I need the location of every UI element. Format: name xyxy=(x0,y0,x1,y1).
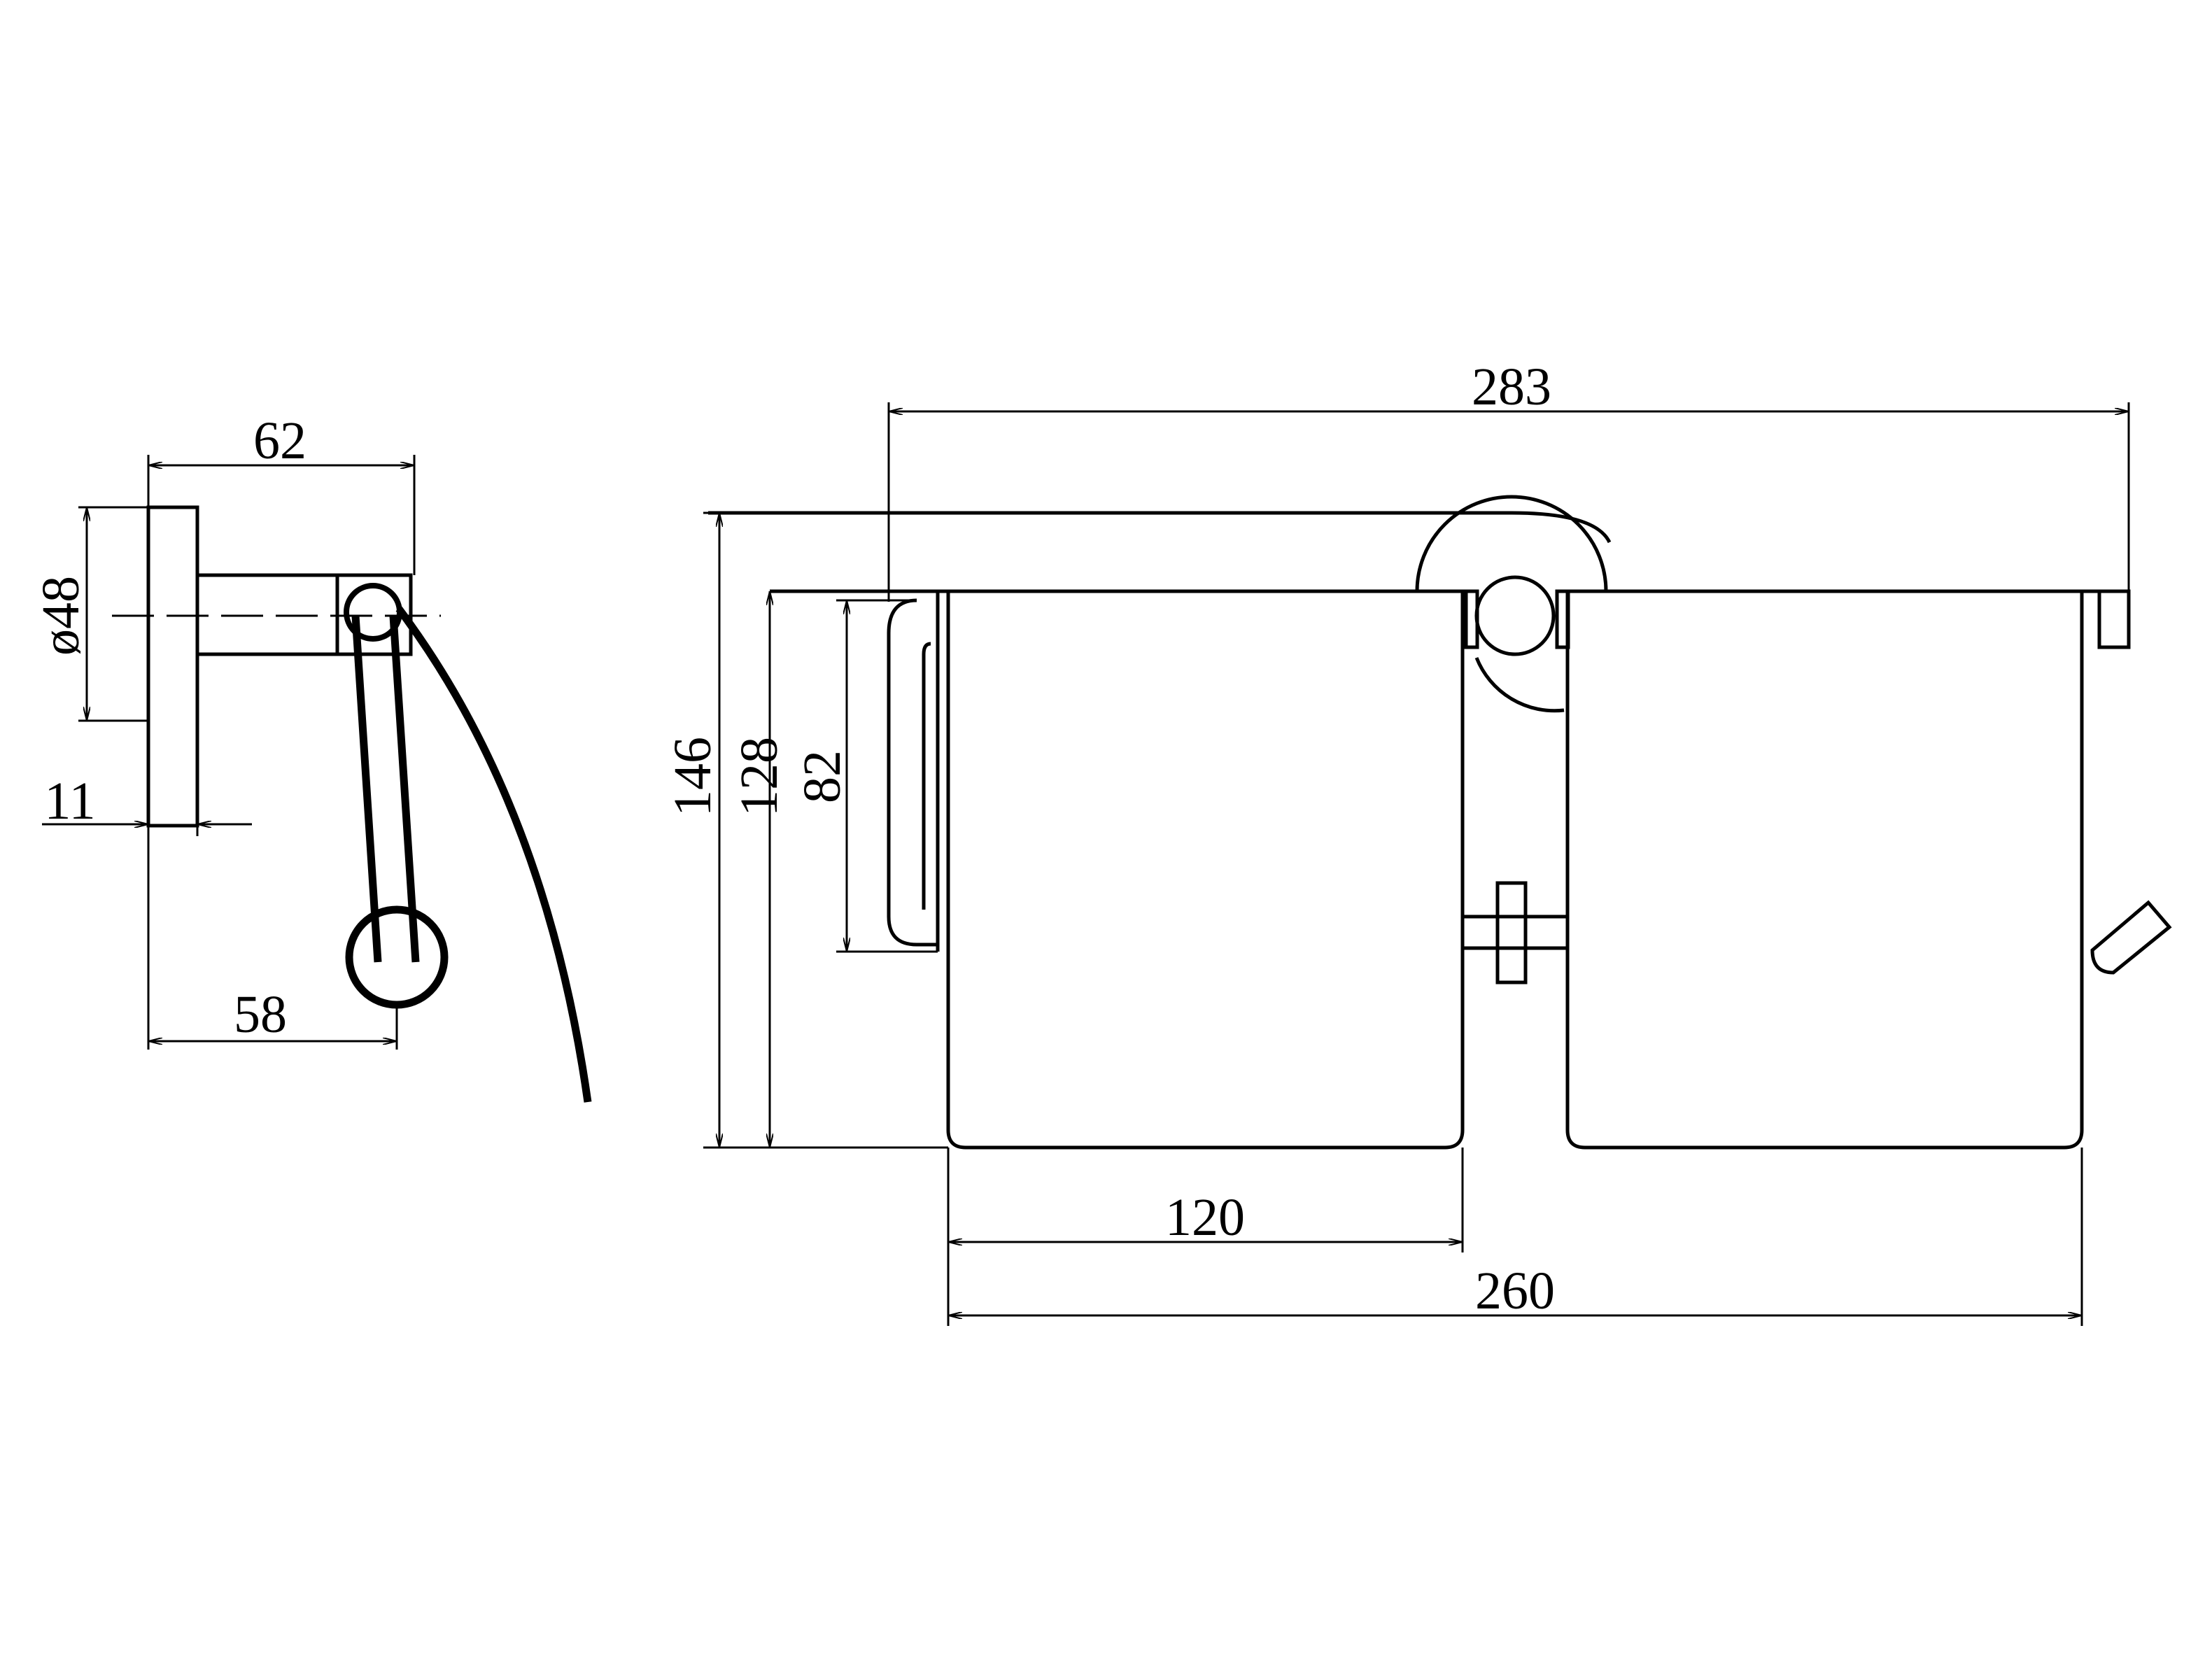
dim-thickness-label: 11 xyxy=(44,772,95,831)
cover-flap xyxy=(395,606,592,1103)
dim-width-label: 62 xyxy=(253,411,307,470)
dim-roll-width-label: 120 xyxy=(1165,1188,1245,1247)
front-view: 283 146 128 82 120 260 xyxy=(663,358,2172,1326)
dim-height-inner-label: 82 xyxy=(793,750,852,803)
wall-rose-plate xyxy=(146,505,199,828)
left-bracket-inner xyxy=(922,642,931,910)
bar-end-cap xyxy=(2097,589,2131,649)
side-view: 62 ø48 11 58 xyxy=(31,411,592,1103)
left-bracket-outer xyxy=(887,598,938,947)
dim-height-total-label: 146 xyxy=(663,737,722,817)
wall-rose-top xyxy=(1415,495,1608,592)
roll-end-circle xyxy=(345,905,449,1009)
spindle-right-tab xyxy=(1555,589,1570,649)
dim-height-cover-label: 128 xyxy=(730,737,789,817)
center-knob xyxy=(1474,575,1556,656)
dim-cover-span-label: 260 xyxy=(1475,1262,1555,1320)
dim-depth-label: 58 xyxy=(234,985,287,1044)
left-cover xyxy=(946,589,1465,1150)
right-cover xyxy=(1565,589,2084,1150)
top-bar-left xyxy=(708,511,1612,544)
spindle-collar xyxy=(1495,881,1528,984)
holder-rod xyxy=(351,615,420,963)
dim-overall-width-label: 283 xyxy=(1472,358,1551,416)
wall-rose-bottom xyxy=(1474,657,1565,713)
right-lever xyxy=(2090,900,2172,975)
dim-diameter-label: ø48 xyxy=(31,576,90,656)
spindle-left-tab xyxy=(1464,589,1479,649)
